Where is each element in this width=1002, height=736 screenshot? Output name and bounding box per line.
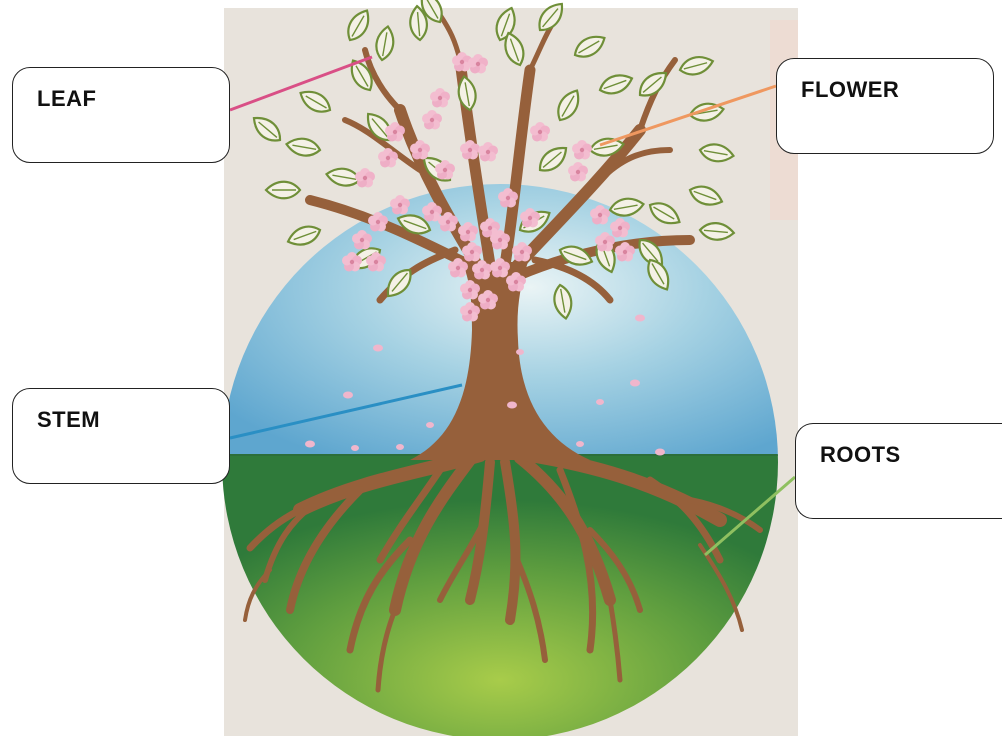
- flower-label-box: FLOWER: [776, 58, 994, 154]
- roots-label: ROOTS: [820, 442, 901, 468]
- leaf-label: LEAF: [37, 86, 96, 112]
- flower-label: FLOWER: [801, 77, 899, 103]
- roots-label-box: ROOTS: [795, 423, 1002, 519]
- leaf-label-box: LEAF: [12, 67, 230, 163]
- stem-label-box: STEM: [12, 388, 230, 484]
- stem-label: STEM: [37, 407, 100, 433]
